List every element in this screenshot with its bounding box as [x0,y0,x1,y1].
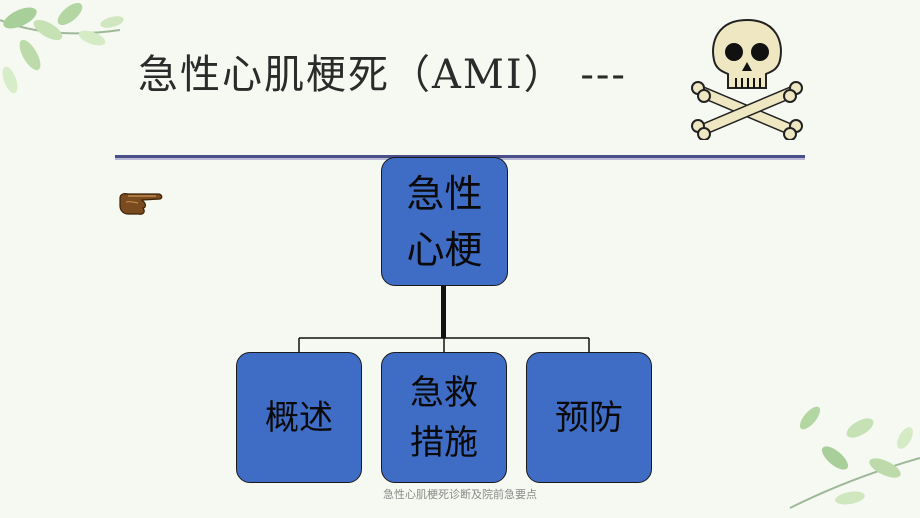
leaf-branch-decoration-top-left [0,2,124,94]
child-node-overview: 概述 [236,352,362,483]
child-node-label: 急救措施 [410,372,478,463]
child-node-label: 概述 [265,397,333,438]
slide-title: 急性心肌梗死（AMI） --- [138,52,627,98]
root-node-label: 急性心梗 [406,171,483,272]
skull-crossbones-icon [691,18,803,140]
pointing-hand-icon [119,193,163,215]
child-node-prevention: 预防 [526,352,652,483]
title-divider [115,155,805,158]
root-node: 急性心梗 [381,157,508,286]
child-node-label: 预防 [555,397,623,438]
slide-footer: 急性心肌梗死诊断及院前急要点 [383,488,537,501]
child-node-first-aid: 急救措施 [381,352,507,483]
leaf-branch-decoration-bottom-right [789,406,920,509]
